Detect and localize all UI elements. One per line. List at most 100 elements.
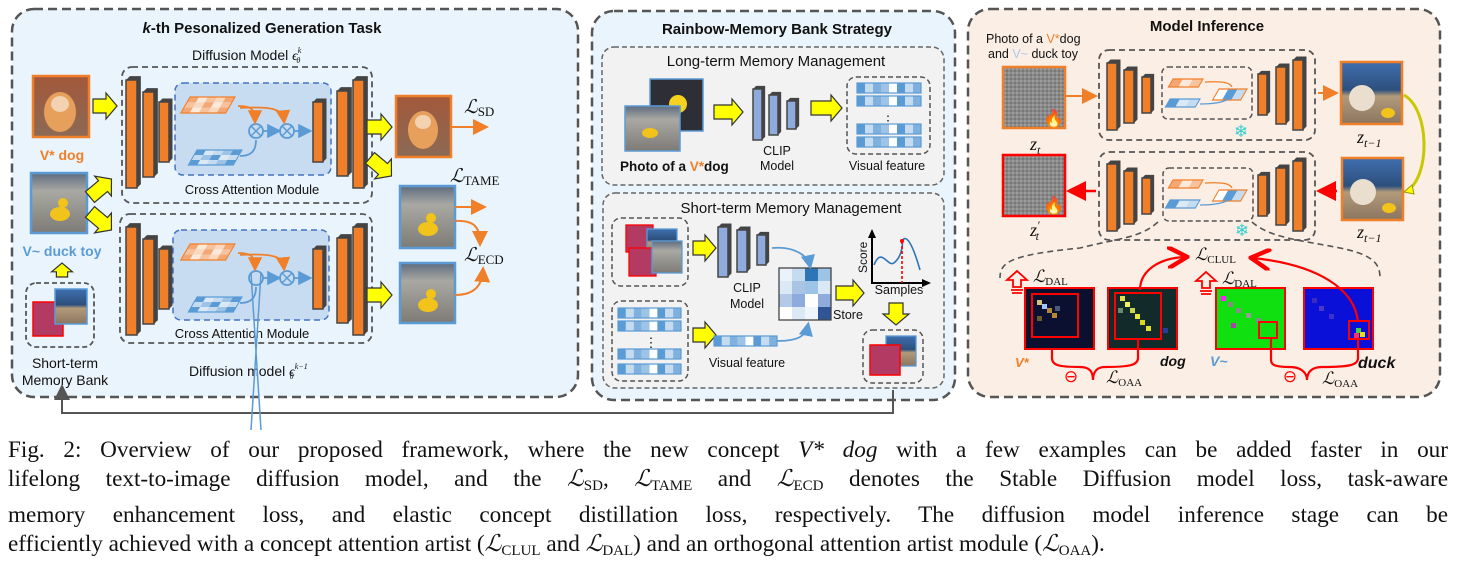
grid-cell bbox=[216, 254, 229, 261]
attention-bottom-box bbox=[1162, 167, 1254, 222]
grid-border bbox=[856, 123, 922, 135]
grid-cell bbox=[186, 97, 199, 103]
grid-cell bbox=[201, 102, 214, 108]
flow-arrow bbox=[835, 278, 865, 308]
increase-arrow-icon bbox=[1193, 270, 1219, 295]
attention-pixel bbox=[1256, 318, 1261, 323]
oaa-brace-right bbox=[1269, 338, 1360, 381]
grid-cell bbox=[889, 83, 897, 93]
duck-output-image-top bbox=[398, 184, 457, 250]
grid-cell bbox=[221, 150, 233, 155]
ecd-loss-arrow-bottom bbox=[454, 266, 491, 296]
grid-cell bbox=[206, 160, 219, 165]
matrix-cell bbox=[818, 307, 831, 320]
feature-grid bbox=[1164, 98, 1201, 108]
flow-arrow bbox=[366, 112, 393, 142]
grid-cell bbox=[218, 155, 231, 160]
loss-tame: ℒTAME bbox=[450, 166, 500, 188]
attention-pixel bbox=[1312, 298, 1317, 303]
grid-cell bbox=[189, 107, 202, 114]
grid-cell bbox=[649, 308, 658, 318]
grid-cell bbox=[1175, 200, 1190, 208]
grid-cell bbox=[913, 83, 921, 93]
grid-cell bbox=[221, 297, 233, 302]
layer-face bbox=[142, 91, 155, 178]
flow-arrow bbox=[810, 93, 843, 123]
long-term-memory-title: Long-term Memory Management bbox=[667, 53, 886, 70]
flow-arrow bbox=[364, 151, 393, 180]
short-term-features-box bbox=[611, 300, 689, 382]
grid-cell bbox=[192, 102, 205, 108]
grid-cell bbox=[1215, 89, 1229, 95]
prompt-line2: and V~ duck toy bbox=[988, 47, 1079, 61]
cross-attention-label-bottom: Cross Attention Module bbox=[175, 326, 309, 341]
grid-cell bbox=[897, 96, 905, 106]
layer-face bbox=[1141, 76, 1152, 114]
flame-icon: 🔥 bbox=[1043, 108, 1064, 128]
matrix-cell bbox=[779, 307, 792, 320]
short-term-memory-box bbox=[602, 192, 945, 389]
grid-border bbox=[179, 96, 236, 114]
unet-bottom-box bbox=[1098, 151, 1316, 241]
grid-cell bbox=[1175, 99, 1190, 107]
attention-pixel bbox=[1228, 302, 1233, 307]
grid-border bbox=[856, 95, 922, 107]
grid-border bbox=[617, 363, 682, 375]
caption-text: with a few examples can be added faster … bbox=[877, 437, 1448, 463]
network-layer bbox=[352, 223, 368, 336]
grid-cell bbox=[665, 349, 674, 359]
attention-pixel bbox=[1055, 306, 1060, 311]
grid-cell bbox=[913, 137, 921, 147]
attention-pixel bbox=[1135, 314, 1140, 319]
short-term-vertical-dots: ⋮ bbox=[645, 335, 658, 350]
attention-map-duck bbox=[1303, 287, 1374, 350]
attention-map-dog bbox=[1107, 287, 1178, 350]
grid-cell bbox=[649, 364, 658, 374]
flow-line bbox=[239, 139, 257, 157]
feature-grid bbox=[713, 335, 778, 347]
diffusion-model-top-box bbox=[121, 66, 373, 204]
grid-cell bbox=[227, 155, 240, 160]
caption-line-2: lifelong text-to-image diffusion model, … bbox=[8, 465, 1448, 501]
grid-cell bbox=[1225, 89, 1238, 95]
diffusion-model-bottom-box bbox=[119, 213, 373, 344]
loss-clul: ℒCLUL bbox=[1195, 245, 1236, 266]
grid-cell bbox=[1234, 190, 1247, 196]
matrix-cell bbox=[792, 307, 805, 320]
grid-cell bbox=[198, 254, 211, 261]
repeat-step-arrowhead bbox=[1402, 184, 1415, 195]
grid-cell bbox=[1212, 94, 1226, 100]
grid-cell bbox=[913, 96, 921, 106]
grid-border bbox=[617, 320, 682, 332]
inference-panel-content: Model Inference Photo of a V*dog and V~ … bbox=[986, 18, 1426, 390]
grid-border bbox=[1164, 199, 1201, 209]
grid-cell bbox=[1212, 195, 1226, 201]
attention-map bbox=[1024, 287, 1095, 350]
grid-cell bbox=[714, 336, 722, 346]
caption-loss-tame: ℒTAME bbox=[634, 466, 693, 494]
attention-map-vtilde bbox=[1215, 287, 1286, 350]
network-layer bbox=[1275, 63, 1290, 125]
repeat-step-arrow bbox=[1403, 93, 1426, 192]
grid-cell bbox=[905, 83, 913, 93]
dog-output-image bbox=[394, 94, 453, 159]
network-layer bbox=[158, 245, 173, 310]
clul-arrow-right bbox=[1253, 258, 1360, 323]
layer-face bbox=[768, 94, 779, 136]
loss-oaa-left: ℒOAA bbox=[1106, 368, 1142, 389]
store-label: Store bbox=[833, 308, 863, 322]
grid-cell bbox=[873, 124, 881, 134]
feature-to-matrix-arrow bbox=[776, 321, 813, 342]
clip-model-label-2: Model bbox=[760, 159, 794, 173]
grid-cell bbox=[865, 96, 873, 106]
grid-cell bbox=[206, 307, 219, 312]
flow-arrow bbox=[84, 175, 113, 204]
grid-cell bbox=[641, 364, 650, 374]
grid-cell bbox=[913, 124, 921, 134]
layer-face bbox=[786, 100, 797, 130]
attention-top-box bbox=[1161, 66, 1253, 120]
concept-duck-label: V~ duck toy bbox=[23, 243, 102, 259]
attention-pixel bbox=[1047, 308, 1052, 313]
clul-arrow-left bbox=[1138, 257, 1185, 291]
grid-cell bbox=[729, 336, 738, 346]
